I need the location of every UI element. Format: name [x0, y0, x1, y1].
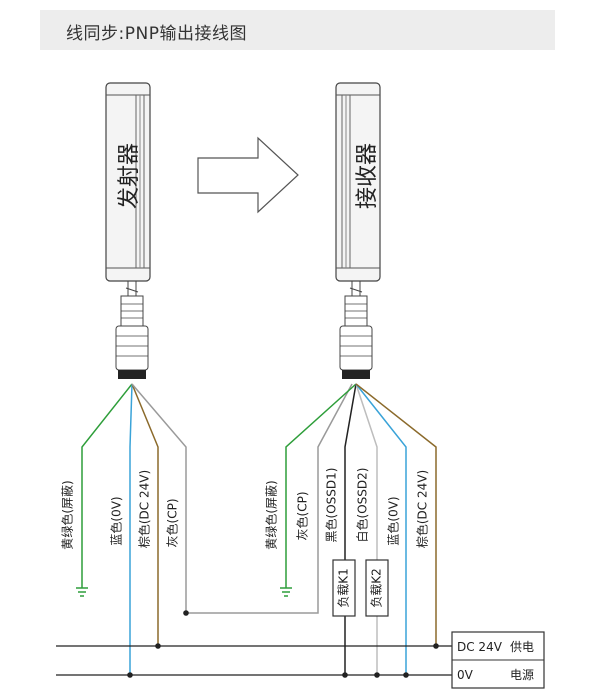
- receiver-wire-label: 黑色(OSSD1): [325, 468, 339, 543]
- emitter-connector-nut: [115, 325, 149, 371]
- arrow-right-icon: [197, 136, 299, 214]
- emitter-wire-label: 灰色(CP): [166, 499, 180, 548]
- load-k1-label: 负载K1: [337, 568, 351, 608]
- receiver-wire-brown: [355, 383, 437, 646]
- emitter-label: 发射器: [117, 143, 142, 209]
- receiver-wire-label: 灰色(CP): [296, 492, 310, 541]
- receiver-connector-tip: [342, 370, 370, 379]
- receiver-wire-labels: 黄绿色(屏蔽) 灰色(CP) 黑色(OSSD1) 白色(OSSD2) 蓝色(0V…: [264, 468, 430, 550]
- receiver-housing: [335, 82, 381, 282]
- emitter-wires: [76, 383, 353, 675]
- receiver-wire-label: 蓝色(0V): [387, 496, 401, 545]
- power-zero-label: 0V: [457, 668, 474, 682]
- receiver-unit: 接收器: [335, 82, 381, 379]
- emitter-connector-tip: [118, 370, 146, 379]
- emitter-wire-labels: 黄绿色(屏蔽) 蓝色(0V) 棕色(DC 24V) 灰色(CP): [60, 470, 180, 550]
- junction-dot: [374, 672, 380, 678]
- receiver-wire-label: 黄绿色(屏蔽): [264, 480, 279, 549]
- receiver-label: 接收器: [355, 143, 380, 209]
- junction-dot: [403, 672, 409, 678]
- load-k2-box: [365, 559, 389, 617]
- emitter-wire-blue: [129, 383, 133, 675]
- junction-dot: [342, 672, 348, 678]
- receiver-wire-black-ossd1: [344, 383, 357, 675]
- emitter-unit: 发射器: [105, 82, 151, 379]
- receiver-connector-nut: [339, 325, 373, 371]
- page-title: 线同步:PNP输出接线图: [66, 24, 247, 44]
- emitter-wire-brown: [131, 383, 159, 646]
- emitter-wire-label: 蓝色(0V): [110, 496, 124, 545]
- emitter-ground-icon: [76, 587, 88, 597]
- power-dc-label: DC 24V: [457, 640, 503, 654]
- load-k1-box: [332, 559, 356, 617]
- junction-dot: [127, 672, 133, 678]
- receiver-wire-label: 棕色(DC 24V): [415, 470, 430, 548]
- sync-junction-dot: [183, 610, 189, 616]
- power-rails: [56, 643, 452, 678]
- load-k2: 负载K2: [365, 559, 389, 617]
- junction-dot: [155, 643, 161, 649]
- load-k1: 负载K1: [332, 559, 356, 617]
- load-k2-label: 负载K2: [370, 568, 384, 608]
- title-bar: 线同步:PNP输出接线图: [40, 10, 555, 50]
- power-supply: DC 24V 0V 供电 电源: [451, 631, 545, 689]
- sync-wire-gray-cp: [131, 383, 353, 614]
- junction-dot: [433, 643, 439, 649]
- emitter-wire-label: 棕色(DC 24V): [137, 470, 152, 548]
- receiver-ground-icon: [280, 587, 292, 597]
- emitter-wire-yellow-green: [81, 383, 133, 588]
- receiver-wire-yellow-green: [285, 383, 357, 588]
- receiver-wire-label: 白色(OSSD2): [355, 468, 370, 543]
- emitter-cable-break: [125, 287, 139, 293]
- power-supply-label-2: 电源: [510, 668, 534, 682]
- receiver-wire-blue: [355, 383, 407, 675]
- power-supply-label-1: 供电: [510, 640, 534, 654]
- emitter-wire-label: 黄绿色(屏蔽): [60, 480, 75, 549]
